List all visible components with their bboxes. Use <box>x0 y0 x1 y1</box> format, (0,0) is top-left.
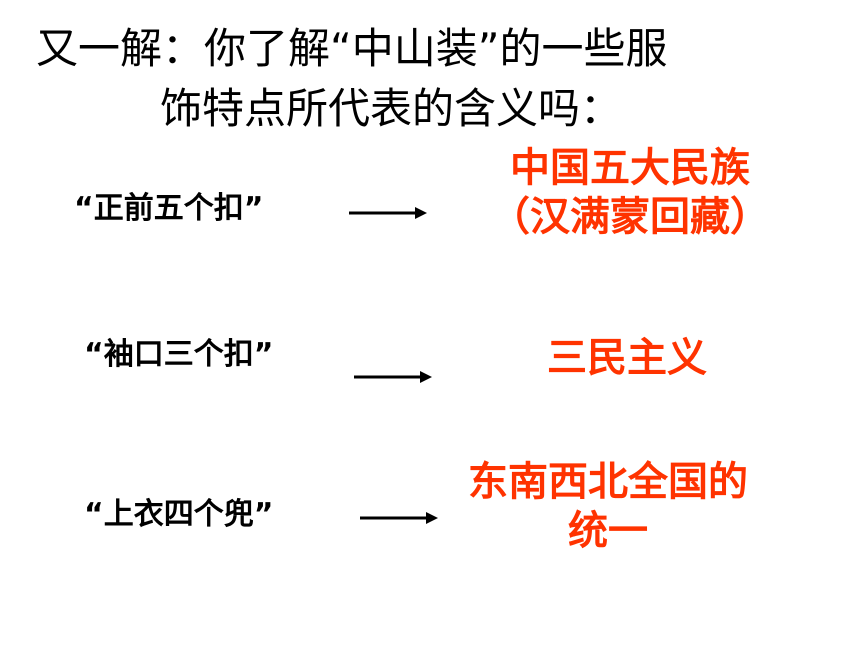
row-2-answer-line-1: 三民主义 <box>547 335 707 381</box>
row-2-answer: 三民主义 <box>547 334 707 383</box>
row-2-arrow-icon <box>354 371 432 383</box>
row-3-answer-line-2: 统一 <box>568 507 648 554</box>
row-3-arrow-icon <box>360 512 438 524</box>
row-1-arrow-icon <box>349 207 427 219</box>
row-1-label: “正前五个扣” <box>74 191 264 226</box>
row-3-answer: 东南西北全国的 统一 <box>468 458 748 556</box>
row-1-answer: 中国五大民族 （汉满蒙回藏） <box>490 144 770 242</box>
row-3-label: “上衣四个兜” <box>84 497 274 532</box>
row-1-answer-line-1: 中国五大民族 <box>510 145 750 191</box>
row-2-label: “袖口三个扣” <box>84 337 274 372</box>
row-3-answer-line-1: 东南西北全国的 <box>468 459 748 505</box>
slide-title-line-2: 饰特点所代表的含义吗： <box>160 84 623 133</box>
slide-title-line-1: 又一解：你了解“中山装”的一些服 <box>36 24 668 73</box>
row-1-answer-line-2: （汉满蒙回藏） <box>490 193 770 240</box>
